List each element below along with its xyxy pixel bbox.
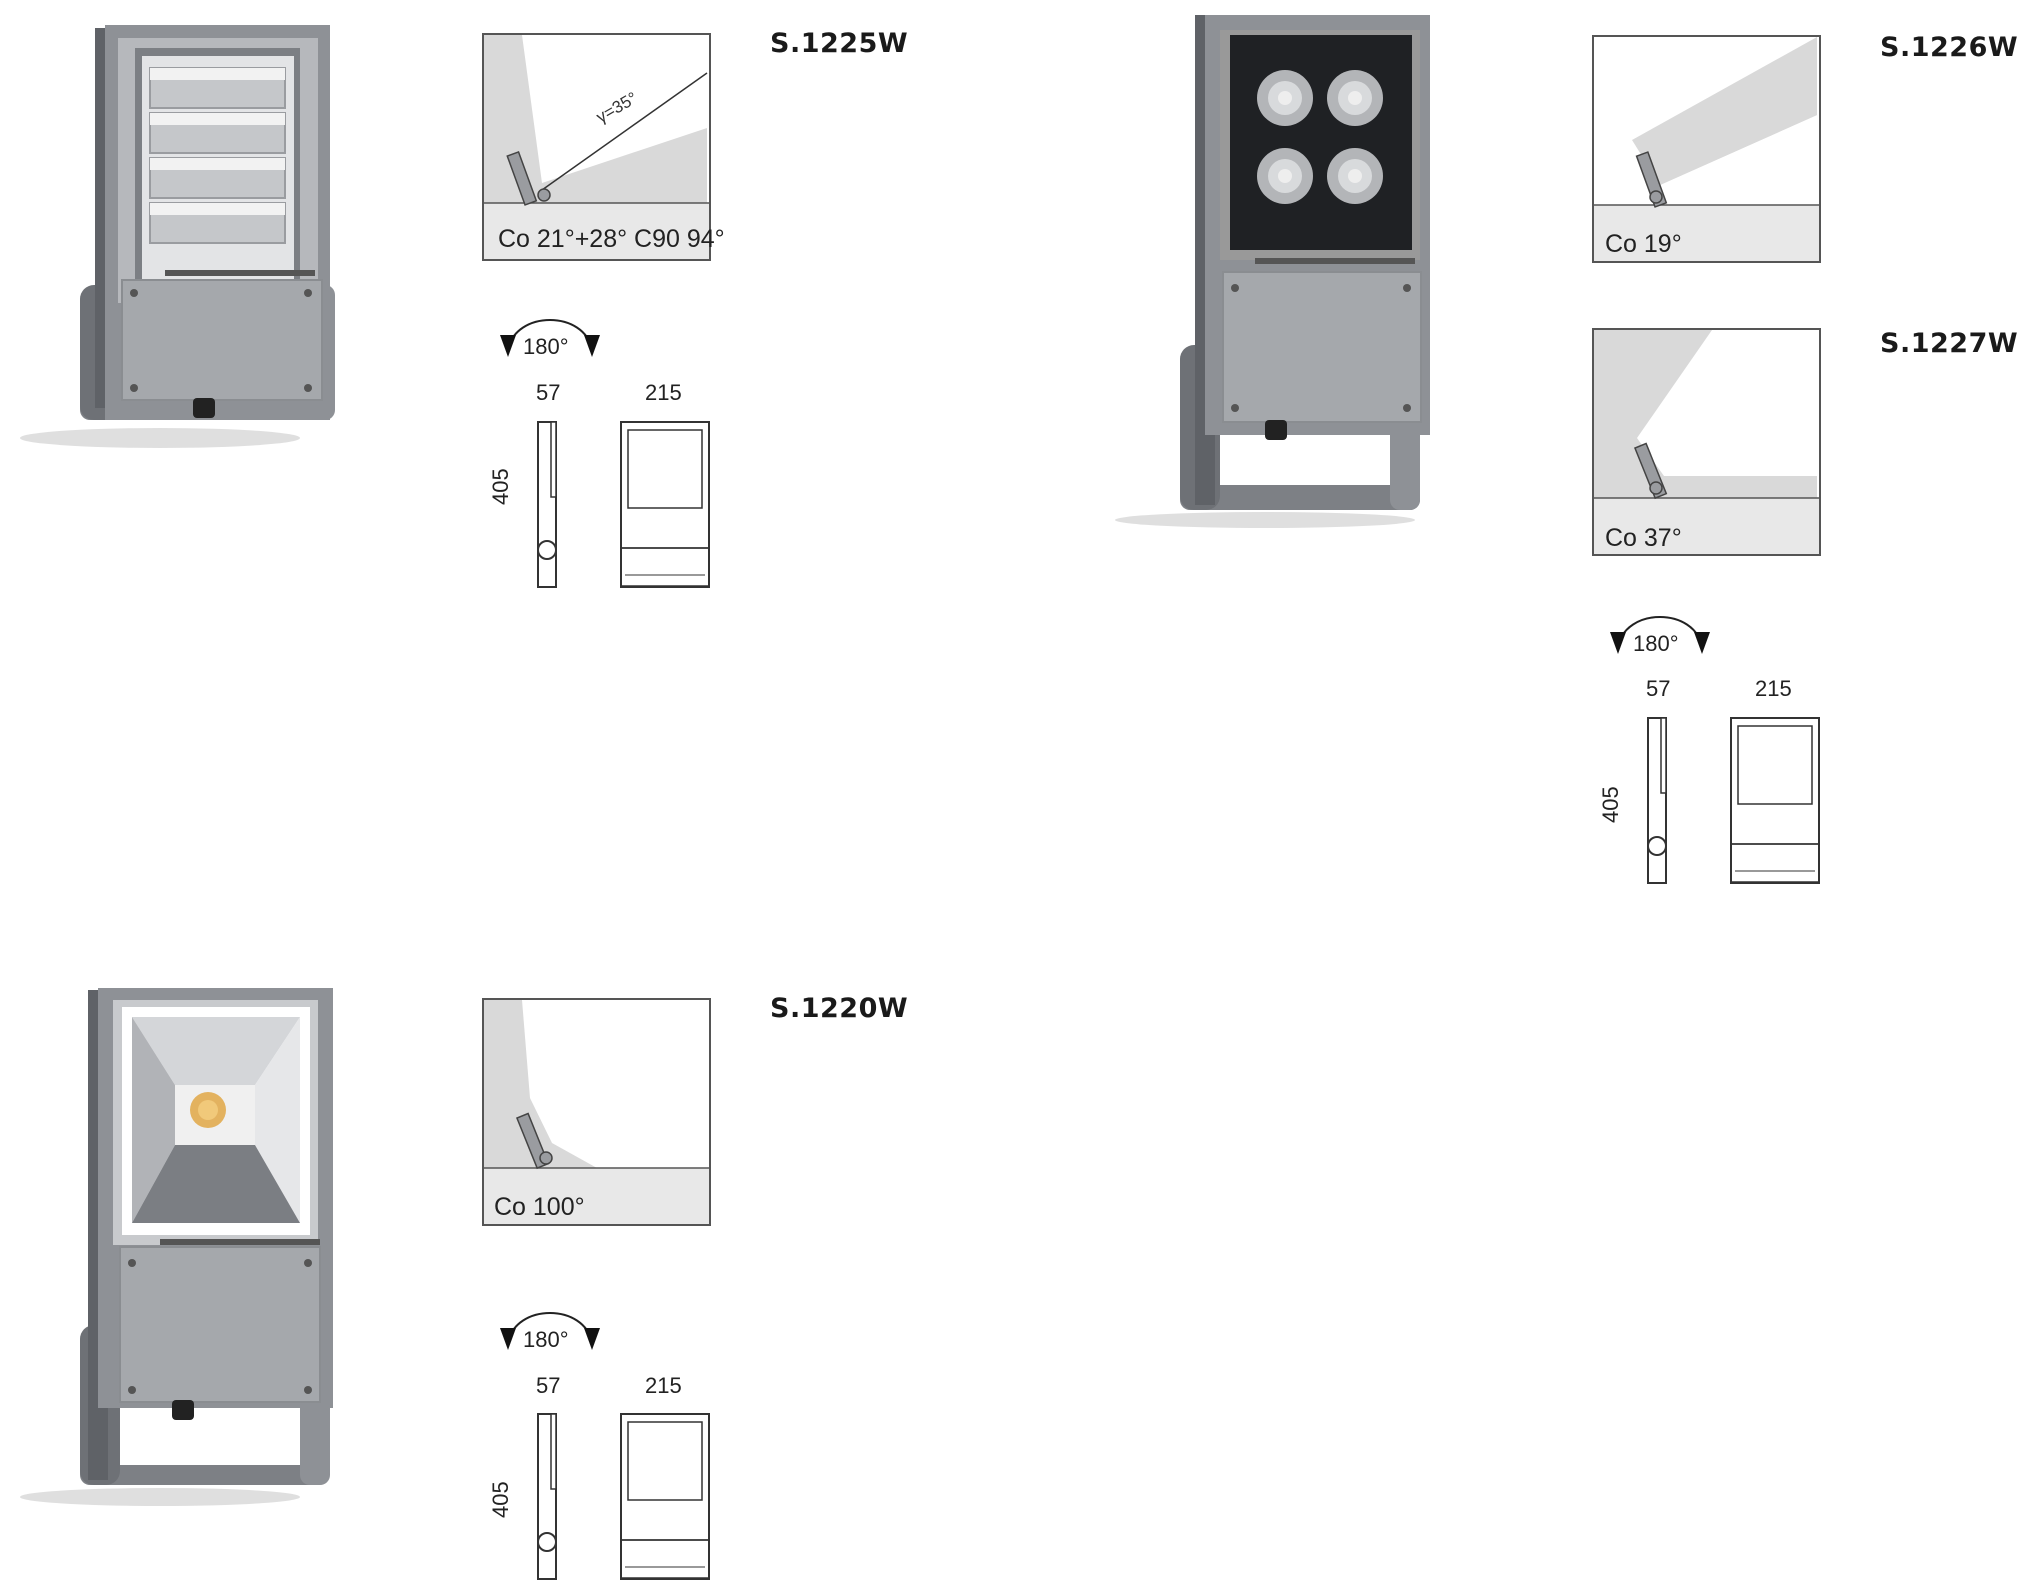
dim-depth: 57: [536, 380, 561, 405]
beam-caption-s1227w: Co 37°: [1605, 524, 1682, 552]
rotation-label: 180°: [523, 1327, 569, 1352]
product-code-s1220w: S.1220W: [770, 993, 909, 1024]
side-view-drawing: [1646, 716, 1676, 886]
dim-width: 215: [645, 380, 682, 405]
product-code-s1225w: S.1225W: [770, 28, 909, 59]
product-image-s1220w: [10, 985, 340, 1520]
dim-height: 405: [1598, 786, 1623, 823]
product-image-s1226w: [1105, 10, 1445, 530]
dim-depth: 57: [1646, 676, 1671, 701]
product-image-s1225w: [10, 20, 340, 460]
beam-caption-s1226w: Co 19°: [1605, 230, 1682, 258]
beam-caption-s1225w: Co 21°+28° C90 94°: [498, 225, 725, 253]
front-view-drawing: [619, 1412, 711, 1582]
rotation-label: 180°: [523, 334, 569, 359]
rotation-arrow-icon: [490, 295, 610, 365]
dim-depth: 57: [536, 1373, 561, 1398]
side-view-drawing: [536, 420, 566, 590]
front-view-drawing: [1729, 716, 1821, 886]
product-code-s1227w: S.1227W: [1880, 328, 2018, 359]
dim-width: 215: [645, 1373, 682, 1398]
side-view-drawing: [536, 1412, 566, 1582]
beam-caption-s1220w: Co 100°: [494, 1193, 585, 1221]
beam-diagram-s1225w: [482, 33, 711, 261]
beam-diagram-s1226w: [1592, 35, 1821, 263]
product-code-s1226w: S.1226W: [1880, 32, 2018, 63]
rotation-label: 180°: [1633, 631, 1679, 656]
dim-height: 405: [488, 468, 513, 505]
rotation-arrow-icon: [490, 1288, 610, 1358]
dim-width: 215: [1755, 676, 1792, 701]
beam-diagram-s1227w: [1592, 328, 1821, 556]
dim-height: 405: [488, 1481, 513, 1518]
front-view-drawing: [619, 420, 711, 590]
rotation-arrow-icon: [1600, 592, 1720, 662]
beam-diagram-s1220w: [482, 998, 711, 1226]
